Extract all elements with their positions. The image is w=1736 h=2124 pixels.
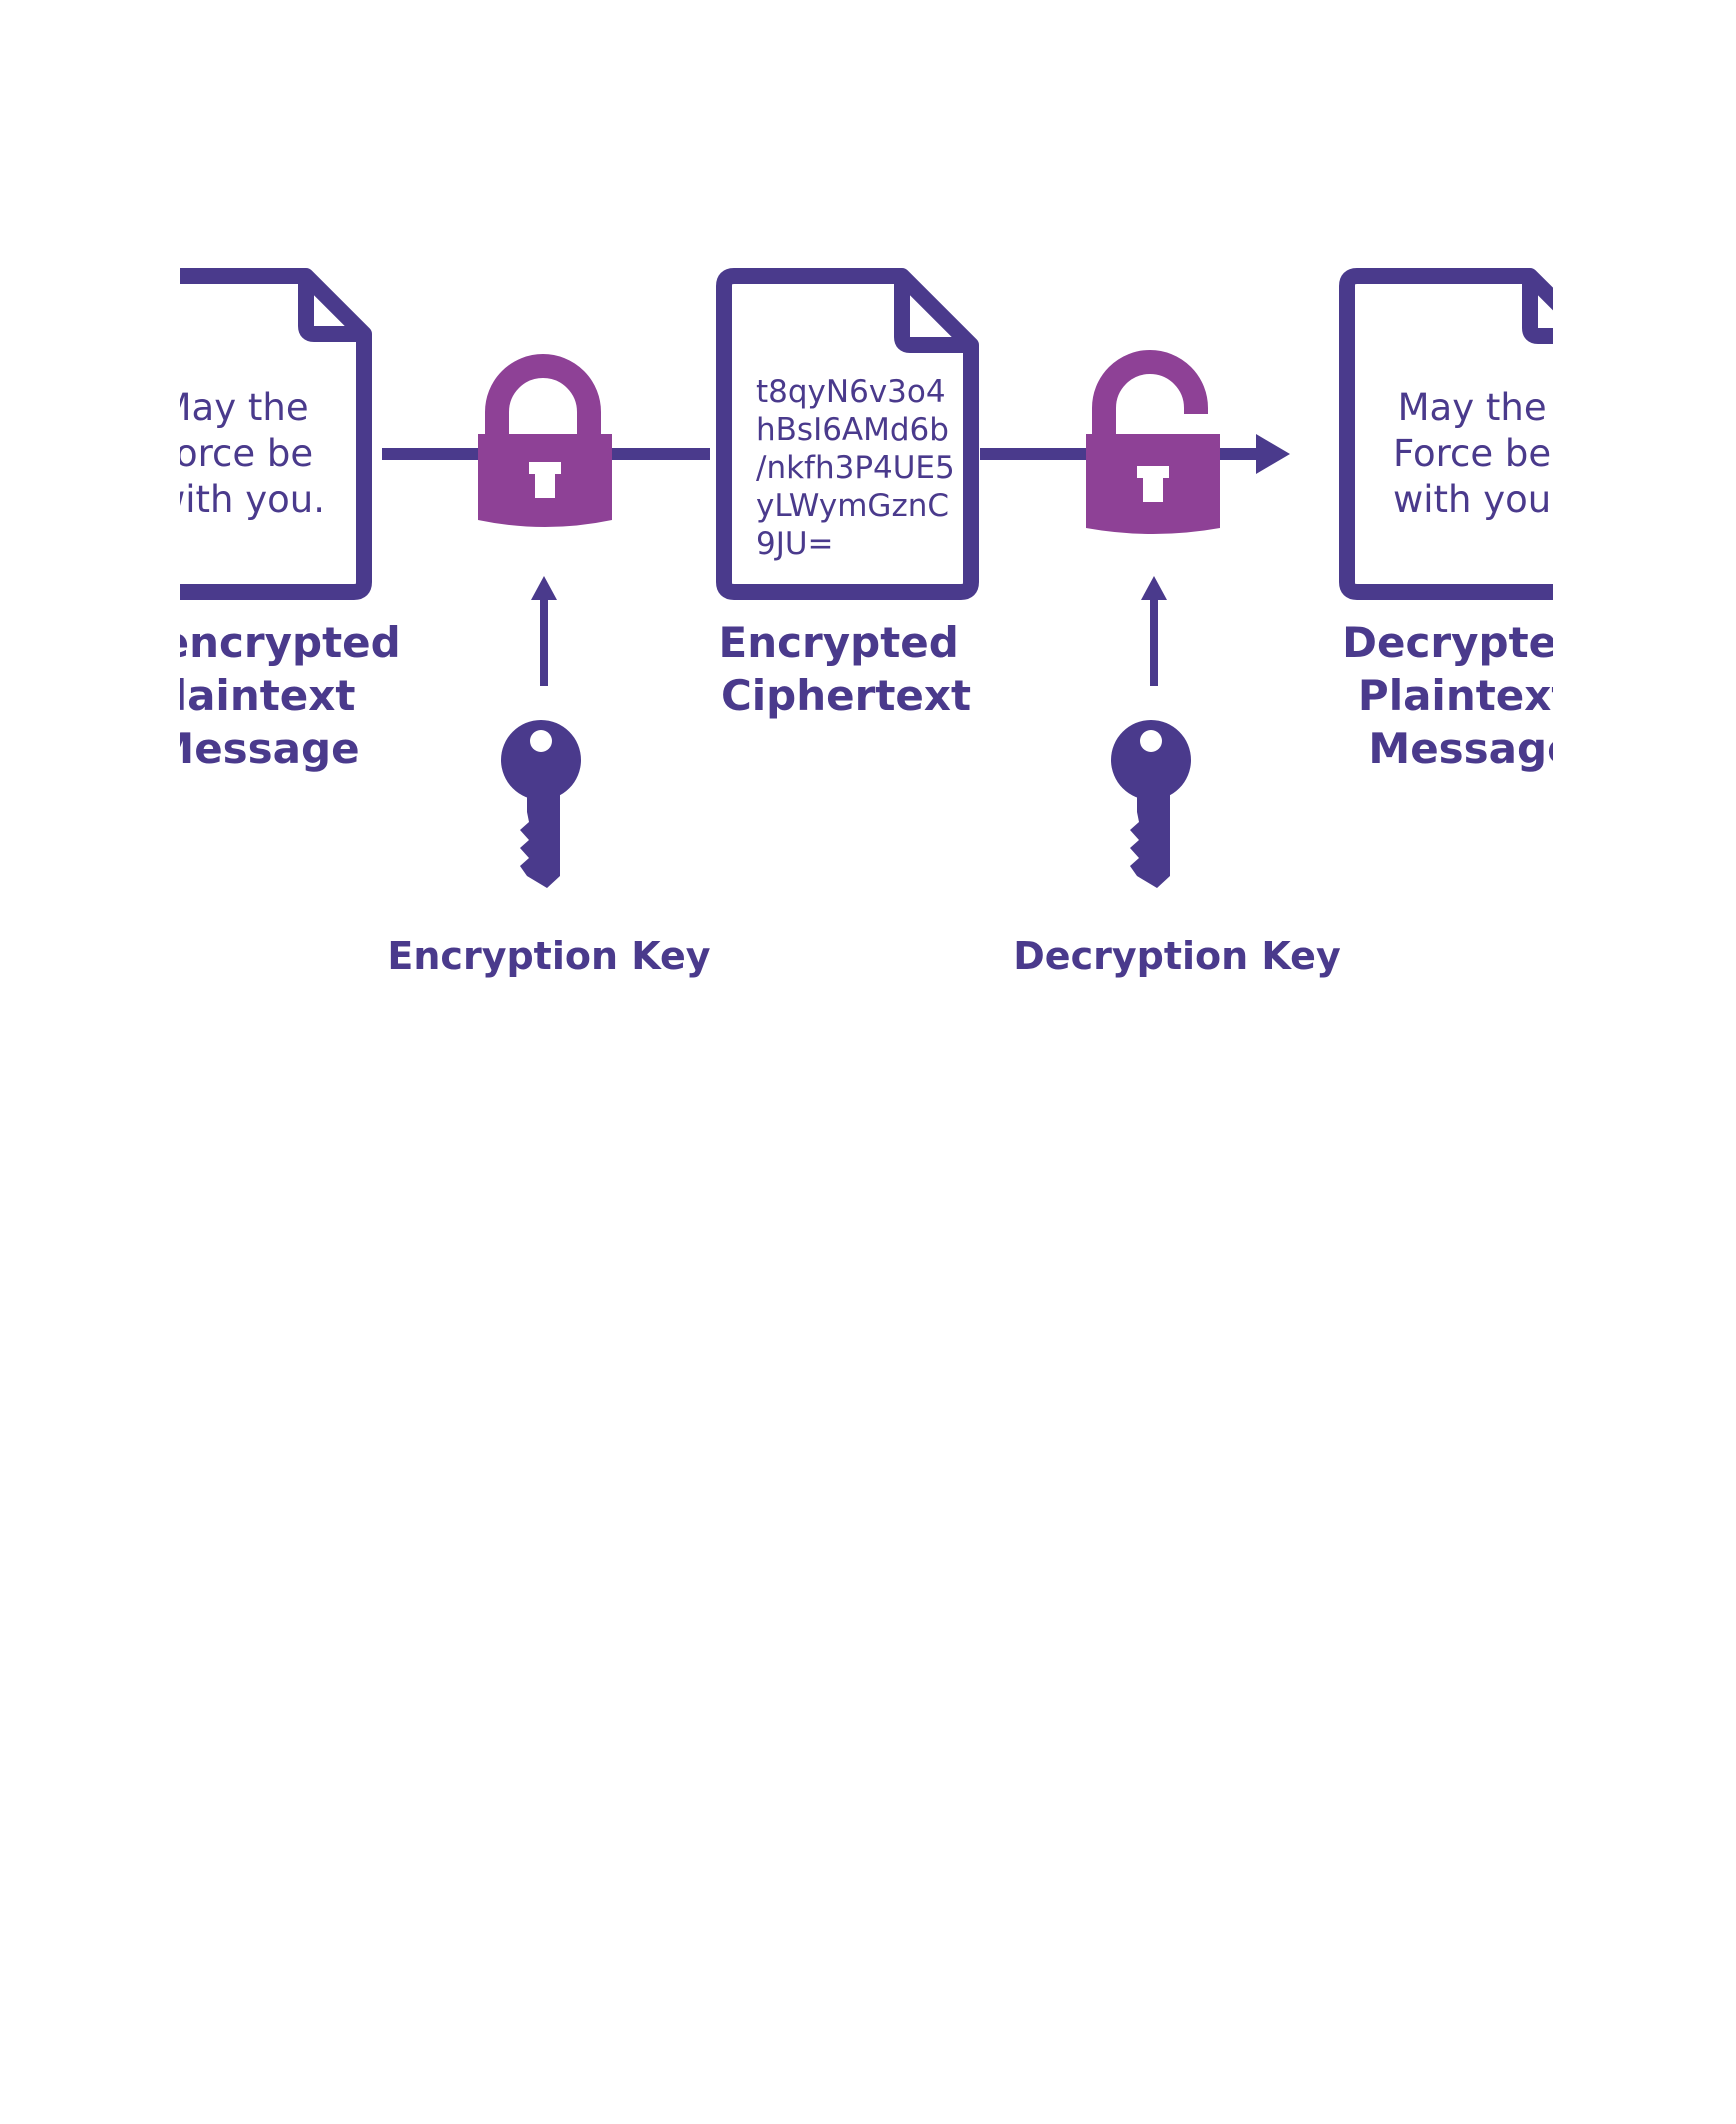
plaintext-caption-line: Unencrypted — [97, 618, 401, 667]
decrypted-caption: Decrypted Plaintext Message — [1342, 618, 1602, 773]
plaintext-document-icon — [180, 268, 372, 600]
plaintext-line: May the — [160, 386, 309, 429]
plaintext-caption-line: Plaintext — [142, 671, 356, 720]
arrow-head-up — [531, 576, 557, 600]
encryption-key-label: Encryption Key — [387, 934, 710, 978]
plaintext-line: Force be — [155, 432, 313, 475]
open-padlock-icon — [1086, 350, 1220, 534]
ciphertext-caption-line: Ciphertext — [721, 671, 971, 720]
plaintext-document-fold — [298, 276, 364, 342]
ciphertext-line: 9JU= — [756, 526, 834, 562]
decryption-key-label: Decryption Key — [1013, 934, 1341, 978]
decrypted-caption-line: Plaintext — [1358, 671, 1572, 720]
ciphertext-document-text: t8qyN6v3o4 hBsI6AMd6b /nkfh3P4UE5 yLWymG… — [756, 374, 965, 562]
ciphertext-caption-line: Encrypted — [719, 618, 959, 667]
arrow-head-right — [1256, 434, 1290, 474]
ciphertext-line: hBsI6AMd6b — [756, 412, 949, 448]
plaintext-line: with you. — [155, 478, 325, 521]
decrypted-line: May the — [1398, 386, 1547, 429]
decrypted-caption-line: Message — [1368, 724, 1575, 773]
plaintext-caption: Unencrypted Plaintext Message — [97, 618, 416, 773]
ciphertext-document-fold — [894, 276, 971, 353]
key-icon — [501, 720, 581, 888]
ciphertext-line: yLWymGznC — [756, 488, 949, 524]
plaintext-document-text: May the Force be with you. — [155, 386, 325, 521]
decrypted-line: Force be — [1393, 432, 1551, 475]
ciphertext-caption: Encrypted Ciphertext — [719, 618, 974, 720]
decrypted-line: with you. — [1393, 478, 1563, 521]
plaintext-caption-line: Message — [152, 724, 359, 773]
plaintext-document: May the Force be with you. Unencrypted P… — [97, 268, 416, 773]
ciphertext-document: t8qyN6v3o4 hBsI6AMd6b /nkfh3P4UE5 yLWymG… — [716, 268, 979, 720]
closed-padlock-icon — [478, 354, 612, 527]
ciphertext-line: /nkfh3P4UE5 — [756, 450, 955, 486]
encryption-key-group: Encryption Key — [387, 576, 711, 978]
decrypted-document-icon — [1339, 268, 1553, 600]
decrypted-caption-line: Decrypted — [1342, 618, 1587, 667]
key-icon — [1111, 720, 1191, 888]
decryption-key-group: Decryption Key — [1013, 576, 1341, 978]
decrypted-document-text: May the Force be with you. — [1393, 386, 1563, 521]
decrypted-document: May the Force be with you. Decrypted Pla… — [1339, 268, 1602, 773]
ciphertext-line: t8qyN6v3o4 — [756, 374, 946, 410]
ciphertext-document-icon — [716, 268, 979, 600]
arrow-head-up — [1141, 576, 1167, 600]
decrypted-document-fold — [1522, 276, 1553, 344]
